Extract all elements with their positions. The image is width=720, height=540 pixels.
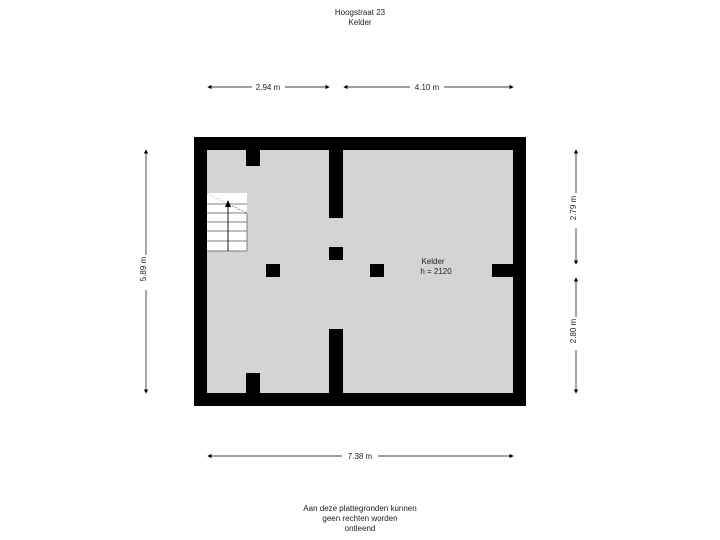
floor-area: [207, 150, 513, 393]
header-address: Hoogstraat 23: [334, 8, 386, 17]
dimension-right-bottom: 2.80 m: [569, 277, 579, 394]
wall-stub-right: [492, 264, 513, 277]
column: [370, 264, 384, 277]
dimension-left-label: 5.89 m: [139, 256, 148, 281]
disclaimer-line: geen rechten worden: [322, 514, 398, 523]
interior-wall-top: [329, 150, 343, 218]
dimension-top-left: 2.94 m: [207, 83, 330, 92]
dimension-top-left-label: 2.94 m: [256, 83, 281, 92]
room-height: h = 2120: [420, 267, 452, 276]
dimension-top-right: 4.10 m: [343, 83, 514, 92]
disclaimer-line: Aan deze plattegronden kunnen: [303, 504, 417, 513]
dimension-right-top-label: 2.79 m: [569, 195, 578, 220]
stair-arrow-icon: [225, 200, 231, 207]
dimension-right-bottom-label: 2.80 m: [569, 318, 578, 343]
column: [266, 264, 280, 277]
wall-stub-bottom: [246, 373, 260, 393]
disclaimer: Aan deze plattegronden kunnen geen recht…: [0, 504, 720, 534]
dimension-bottom-label: 7.38 m: [348, 452, 373, 461]
dimension-bottom: 7.38 m: [207, 452, 514, 461]
header-floor: Kelder: [348, 18, 372, 27]
disclaimer-line: ontleend: [344, 524, 376, 533]
interior-wall-bottom: [329, 329, 343, 393]
dimension-top-right-label: 4.10 m: [415, 83, 440, 92]
staircase: [206, 192, 248, 252]
dimension-left: 5.89 m: [139, 149, 149, 394]
column: [329, 247, 343, 260]
room-name: Kelder: [421, 257, 444, 266]
wall-stub-top: [246, 150, 260, 166]
dimension-right-top: 2.79 m: [569, 149, 579, 265]
